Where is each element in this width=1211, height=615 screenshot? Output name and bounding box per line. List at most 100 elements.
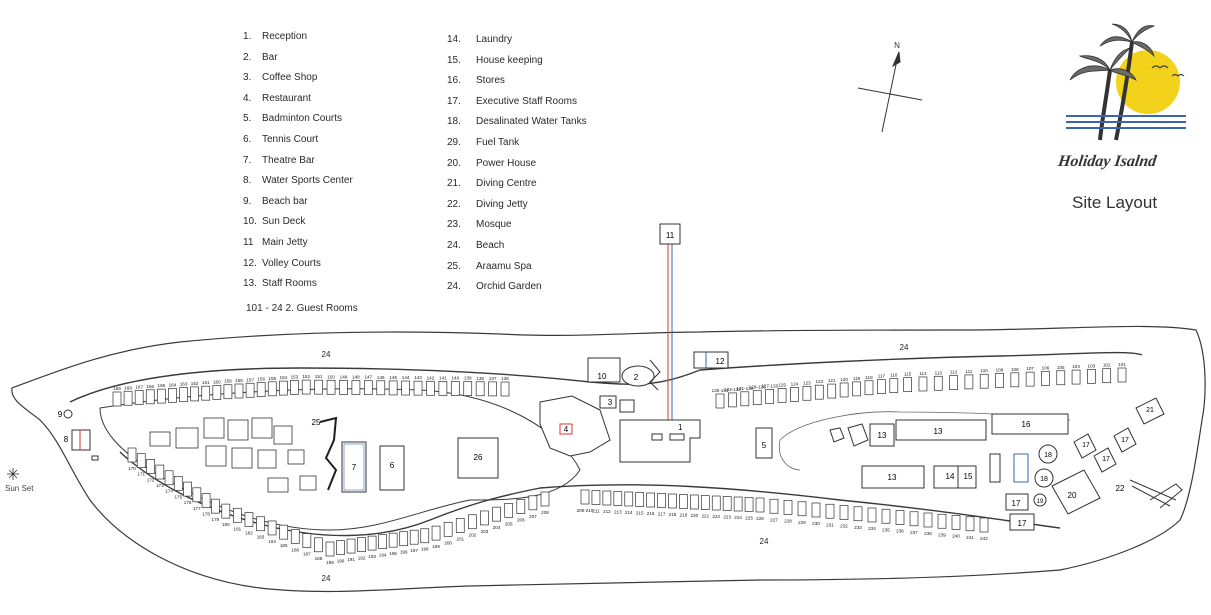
guest-room: [933, 375, 943, 391]
guest-room: [431, 525, 441, 541]
guest-room: [136, 453, 146, 469]
legend-item-number: 2.: [243, 51, 252, 63]
facility-17-d: [1093, 447, 1117, 473]
sunset-icon: [7, 468, 19, 480]
guest-room: [646, 492, 655, 508]
sunset-label: Sun Set: [5, 484, 34, 493]
room-number: 172: [147, 477, 155, 482]
room-number: 152: [302, 374, 310, 379]
room-number: 171: [137, 472, 145, 477]
room-number: 203: [481, 529, 489, 534]
room-number: 139: [464, 376, 472, 381]
guest-room: [399, 531, 409, 547]
svg-text:3: 3: [608, 398, 613, 407]
legend-item: 10.Sun Deck: [243, 212, 353, 233]
guest-room: [690, 494, 699, 510]
room-number: 222: [712, 514, 720, 519]
svg-text:6: 6: [390, 461, 395, 470]
room-number: 180: [222, 522, 230, 527]
guest-room: [234, 383, 244, 399]
room-number: 168: [124, 385, 132, 390]
legend-item-label: Desalinated Water Tanks: [476, 116, 587, 128]
svg-text:5: 5: [762, 441, 767, 450]
guest-room: [468, 514, 477, 530]
legend-item-number: 7.: [243, 154, 252, 166]
room-number: 144: [402, 375, 410, 380]
room-number: 163: [180, 382, 188, 387]
room-number: 159: [113, 386, 121, 391]
guest-room: [740, 391, 750, 407]
legend-item-label: Executive Staff Rooms: [476, 95, 577, 107]
room-number: 108: [1011, 367, 1019, 372]
room-number: 165: [158, 383, 166, 388]
guest-room: [244, 512, 254, 527]
guest-room: [1025, 371, 1035, 387]
facility-15: [957, 465, 977, 489]
room-number: 120: [840, 377, 848, 382]
facility-17-c: [1073, 433, 1097, 459]
room-number: 101: [1118, 362, 1126, 367]
legend-item: 18. Desalinated Water Tanks: [447, 112, 587, 133]
svg-text:25: 25: [312, 418, 321, 427]
page-title: Site Layout: [1072, 193, 1158, 212]
legend-item: 8.Water Sports Center: [243, 171, 353, 192]
room-number: 154: [280, 375, 288, 380]
room-number: 148: [352, 375, 360, 380]
guest-room: [112, 391, 122, 407]
room-number: 175: [174, 494, 182, 499]
guest-room: [420, 528, 430, 544]
facility-23: [829, 427, 845, 443]
guest-room: [790, 387, 799, 402]
legend-item: 23.Mosque: [447, 215, 587, 236]
legend-item: 21.Diving Centre: [447, 174, 587, 195]
guest-room: [279, 380, 288, 396]
svg-text:4: 4: [564, 425, 569, 434]
svg-text:13: 13: [934, 427, 943, 436]
room-number: 185: [280, 543, 288, 548]
room-number: 170: [128, 466, 136, 471]
legend-item: 2.Bar: [243, 48, 353, 69]
room-number: 215: [636, 511, 644, 516]
legend-item: 9.Beach bar: [243, 192, 353, 213]
facility-17-e: [1113, 427, 1137, 453]
facility-19: [1033, 493, 1047, 507]
facility-4: [539, 395, 611, 457]
room-number: 198: [421, 547, 429, 552]
room-number: 224: [734, 515, 742, 520]
room-number: 147: [364, 375, 372, 380]
guest-room: [744, 497, 754, 512]
guest-room: [711, 495, 721, 511]
room-number: 164: [169, 382, 177, 387]
guest-room: [211, 498, 220, 514]
guest-room: [279, 524, 289, 540]
legend-item-label: Diving Jetty: [476, 198, 528, 210]
legend-item-number: 18.: [447, 116, 461, 128]
legend-item: 29.Fuel Tank: [447, 133, 587, 154]
guest-room: [168, 388, 177, 403]
room-number: 225: [745, 516, 753, 521]
legend-item-number: 1.: [243, 31, 252, 42]
guest-room: [591, 490, 601, 505]
guest-room: [918, 376, 928, 392]
legend-item: 17.Executive Staff Rooms: [447, 92, 587, 113]
room-number: 135-134: [712, 388, 729, 393]
svg-text:16: 16: [1022, 420, 1031, 429]
guest-room: [221, 503, 231, 519]
guest-room: [290, 529, 300, 544]
svg-text:13: 13: [888, 473, 897, 482]
room-number: 184: [268, 539, 276, 544]
legend-item-number: 24.: [447, 281, 461, 293]
facility-8: [71, 429, 91, 451]
svg-text:11: 11: [666, 231, 675, 240]
guest-room: [301, 379, 311, 395]
room-number: 114: [919, 371, 927, 376]
legend-item: 24.Beach: [447, 236, 587, 257]
legend-item-label: House keeping: [476, 54, 543, 66]
facility-11: [659, 223, 681, 245]
room-number: 110: [981, 368, 989, 373]
legend-item-number: 25.: [447, 260, 461, 272]
legend-item-label: Stores: [476, 75, 505, 87]
room-number: 197: [410, 548, 418, 553]
legend-item-number: 24.: [447, 239, 461, 251]
room-number: 238: [924, 531, 932, 536]
